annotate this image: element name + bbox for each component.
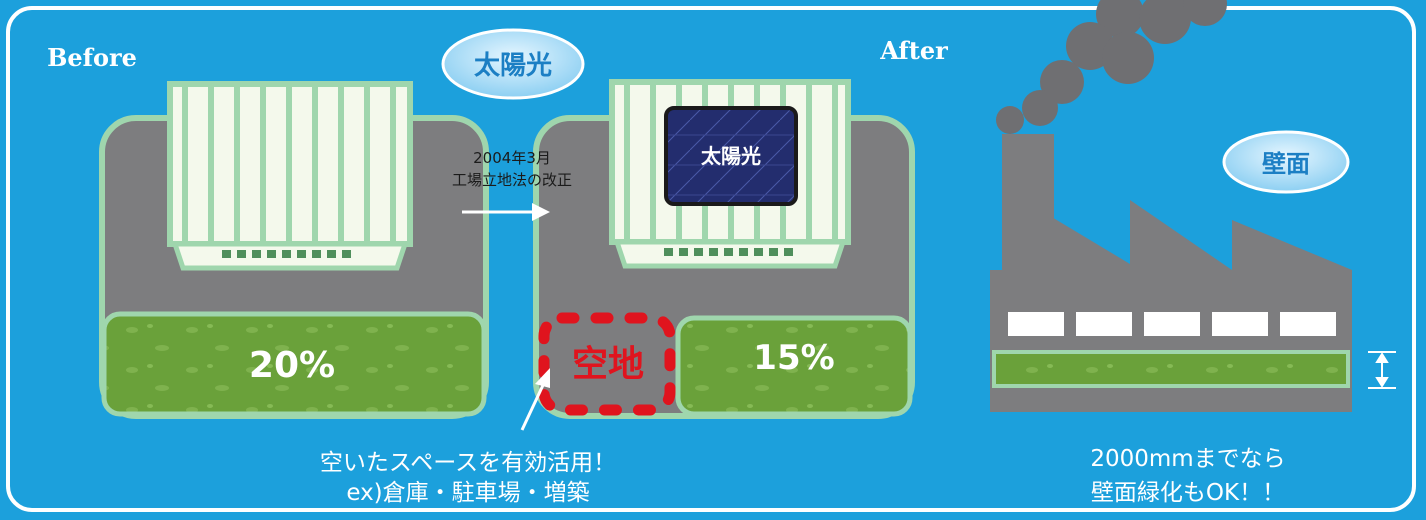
after-site: 太陽光 15% 空地 — [533, 79, 915, 419]
law-change-title: 工場立地法の改正 — [452, 171, 572, 189]
before-building — [167, 81, 413, 271]
wall-badge: 壁面 — [1222, 130, 1350, 194]
caption-left-line2: ex)倉庫・駐車場・増築 — [346, 480, 589, 506]
before-green-ratio: 20% — [249, 345, 335, 386]
solar-badge-label: 太陽光 — [474, 51, 552, 81]
caption-right-line1: 2000mmまでなら — [1090, 446, 1285, 472]
wall-greening-strip — [992, 350, 1350, 388]
law-change-note: 2004年3月 工場立地法の改正 — [452, 149, 572, 221]
factory-windows — [1008, 312, 1336, 336]
smoke — [996, 0, 1227, 134]
factory — [990, 0, 1396, 412]
solar-panel-label: 太陽光 — [701, 144, 761, 168]
after-label: After — [879, 36, 948, 65]
law-change-date: 2004年3月 — [473, 149, 551, 167]
solar-badge: 太陽光 — [441, 28, 585, 100]
solar-panel — [664, 106, 798, 206]
after-green-ratio: 15% — [753, 338, 834, 378]
before-site: 20% — [99, 81, 489, 419]
wall-badge-label: 壁面 — [1262, 150, 1310, 178]
vacant-lot-label: 空地 — [572, 344, 644, 385]
after-green-area — [675, 315, 913, 417]
after-building: 太陽光 — [609, 79, 851, 269]
before-label: Before — [47, 43, 137, 72]
diagram-frame — [6, 6, 1416, 512]
right-arrow-icon — [462, 203, 550, 221]
caption-right-line2: 壁面緑化もOK！！ — [1091, 480, 1285, 506]
caption-left-line1: 空いたスペースを有効活用！ — [320, 450, 616, 476]
before-green-area — [101, 311, 487, 417]
height-dimension-icon — [1368, 351, 1396, 389]
vacant-lot-outline — [538, 312, 676, 416]
pointer-arrow-icon — [520, 368, 550, 431]
